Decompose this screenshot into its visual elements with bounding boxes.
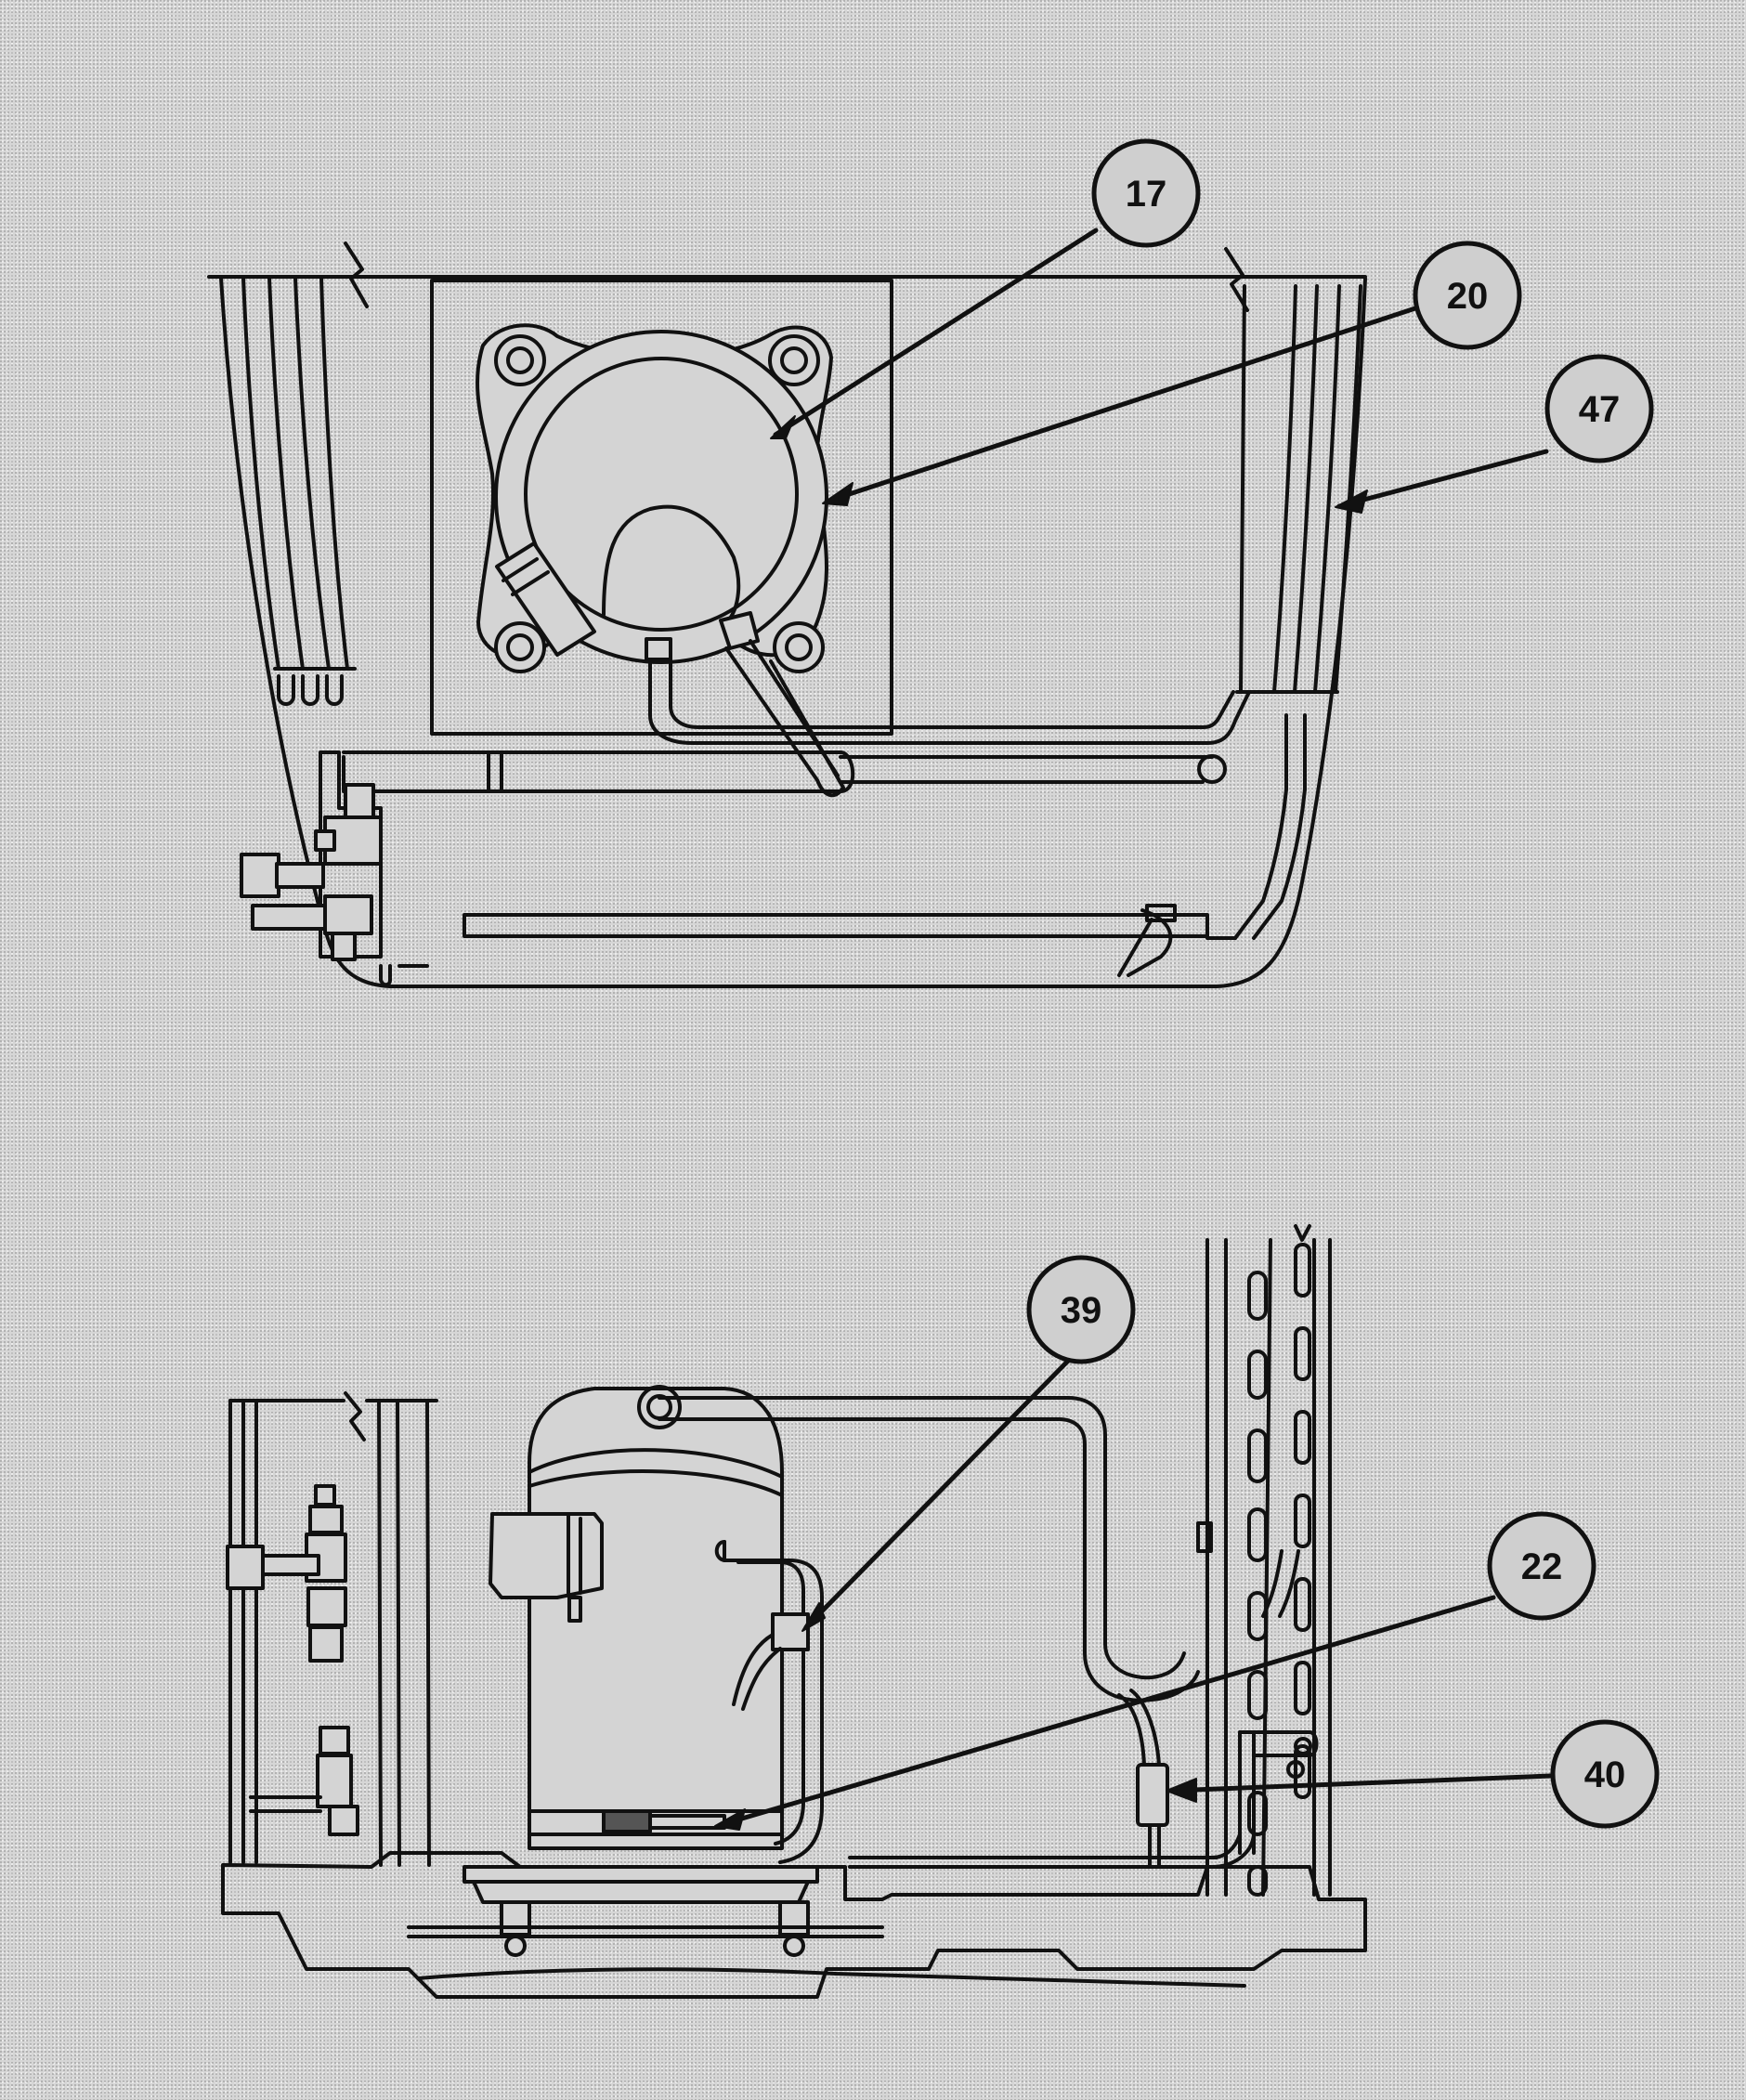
mounting-grommets: [494, 334, 825, 673]
callout-40-label: 40: [1584, 1754, 1626, 1795]
leader-22: [717, 1595, 1496, 1828]
side-liquid-line: [848, 1689, 1256, 1869]
callout-39: 39: [1026, 1255, 1136, 1364]
leader-20: [824, 304, 1424, 504]
top-break-mark-left: [344, 241, 369, 308]
callout-47-label: 47: [1579, 389, 1621, 430]
callout-20: 20: [1413, 241, 1522, 350]
top-piping: [342, 639, 1307, 977]
left-side-coil: [228, 1391, 438, 1867]
leader-39: [803, 1349, 1080, 1630]
suction-fitting: [719, 611, 760, 650]
leader-47: [1336, 449, 1549, 509]
callout-47: 47: [1544, 354, 1654, 463]
discharge-fitting: [645, 637, 672, 661]
top-break-mark-right: [1224, 247, 1249, 312]
callout-17: 17: [1091, 138, 1201, 248]
filter-drier-40: [1136, 1763, 1169, 1827]
suction-sensor-39: [771, 1612, 810, 1651]
side-terminal-box: [489, 1512, 604, 1599]
callout-22-label: 22: [1521, 1546, 1563, 1587]
callout-bubbles: 17 20 47 39 22 40: [1026, 138, 1660, 1829]
compressor-outer-shell: [494, 330, 828, 664]
callout-22: 22: [1487, 1511, 1596, 1621]
rail-slots: [1247, 1243, 1311, 1897]
side-suction-line: [602, 1540, 824, 1864]
compressor-inner-shell: [524, 357, 799, 632]
callout-20-label: 20: [1447, 276, 1489, 317]
callout-40: 40: [1550, 1719, 1660, 1829]
leader-lines: [714, 228, 1554, 1831]
top-view: [207, 241, 1367, 988]
side-mounting-feet: [407, 1865, 884, 1957]
compressor-top-dome: [602, 504, 741, 626]
side-view: [221, 1224, 1367, 1999]
leader-17: [773, 228, 1099, 437]
side-service-valves: [226, 1484, 359, 1836]
top-service-valves: [240, 750, 429, 987]
side-compressor-shell: [528, 1387, 784, 1850]
left-coil: [241, 277, 357, 706]
leader-40: [1167, 1773, 1554, 1793]
callout-17-label: 17: [1126, 174, 1167, 215]
discharge-port: [637, 1385, 682, 1429]
side-compressor: [489, 1385, 784, 1850]
callout-39-label: 39: [1061, 1290, 1102, 1331]
right-side-coil: [1205, 1224, 1332, 1897]
